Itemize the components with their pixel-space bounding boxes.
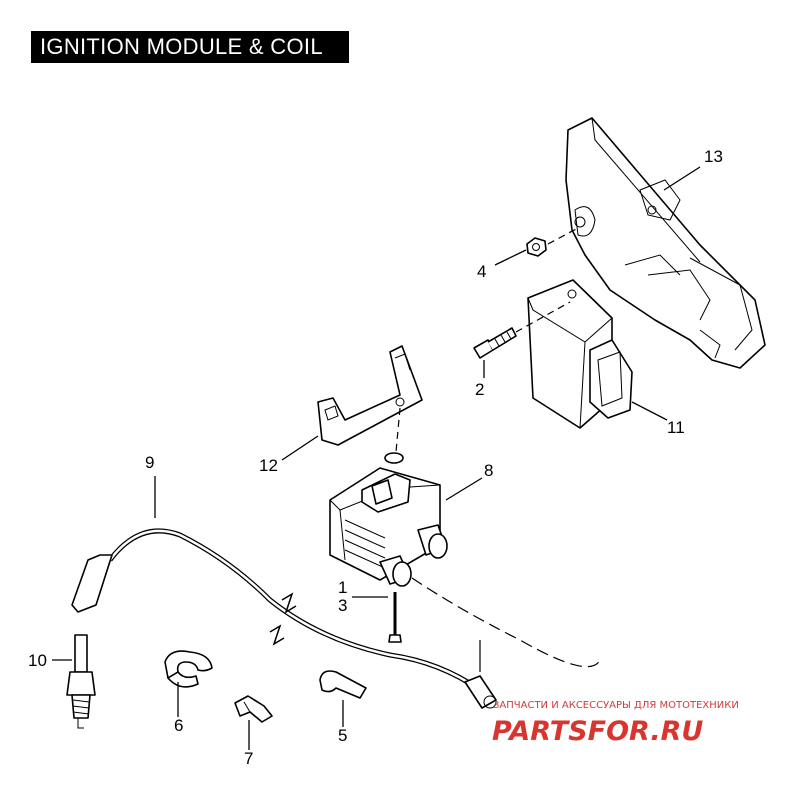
callout-5: 5	[338, 726, 347, 745]
callout-2: 2	[475, 380, 484, 399]
watermark-brand: PARTSFOR.RU	[492, 716, 703, 747]
part-9-spark-plug-wire[interactable]	[71, 528, 497, 709]
leader-lines	[52, 166, 701, 750]
callout-12: 12	[259, 456, 278, 475]
alignment-lines	[269, 227, 601, 672]
callout-3: 3	[338, 596, 347, 615]
part-13-bracket[interactable]	[565, 117, 766, 369]
part-5-clamp[interactable]	[319, 670, 367, 699]
callout-13: 13	[704, 147, 723, 166]
callout-8: 8	[484, 461, 493, 480]
part-6-clip[interactable]	[164, 650, 213, 688]
callout-4: 4	[477, 262, 486, 281]
part-12-coil-bracket[interactable]	[317, 345, 423, 446]
callout-9: 9	[145, 453, 154, 472]
watermark-tagline: ЗАПЧАСТИ И АКСЕССУАРЫ ДЛЯ МОТОТЕХНИКИ	[493, 700, 739, 711]
callout-10: 10	[28, 651, 47, 670]
part-7-clip[interactable]	[234, 695, 273, 723]
callout-7: 7	[244, 749, 253, 768]
callout-11: 11	[667, 418, 685, 437]
diagram-title: IGNITION MODULE & COIL	[31, 31, 349, 63]
part-4-nut[interactable]	[526, 237, 547, 257]
part-1-3-bolt[interactable]	[388, 592, 402, 643]
callout-1: 1	[338, 578, 347, 597]
part-2-screw[interactable]	[473, 327, 517, 359]
part-8-ignition-coil[interactable]	[329, 452, 448, 587]
callout-6: 6	[174, 716, 183, 735]
part-11-ignition-module[interactable]	[527, 279, 633, 429]
part-10-spark-plug[interactable]	[66, 634, 96, 729]
